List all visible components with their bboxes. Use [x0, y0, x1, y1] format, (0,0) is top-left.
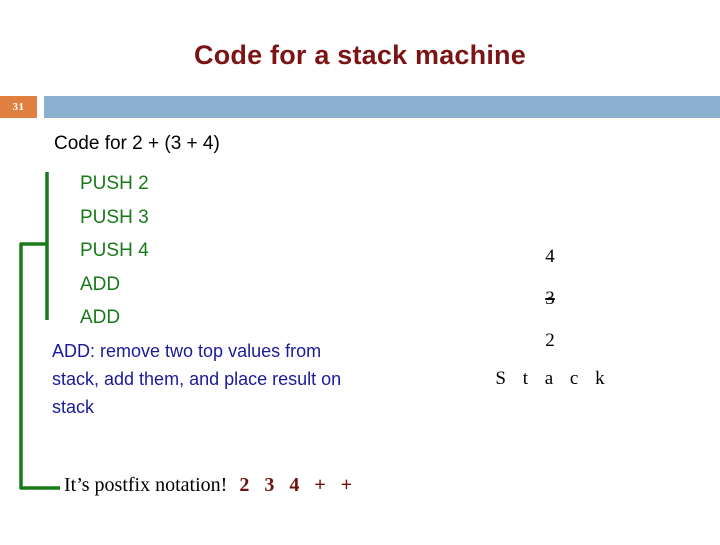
stack-cell: 2 — [545, 330, 555, 351]
add-explanation-text: ADD: remove two top values from stack, a… — [52, 341, 342, 417]
header-band: 31 — [0, 96, 720, 118]
stack-cell: 4 — [545, 246, 555, 267]
instruction-item: PUSH 2 — [80, 173, 149, 194]
page-title: Code for a stack machine — [194, 40, 526, 70]
code-heading: Code for 2 + (3 + 4) — [54, 133, 220, 154]
stack-cell: 3 — [545, 288, 555, 309]
stack-visualization: 4 3 2 S t a c k — [470, 236, 630, 390]
slide-number-badge: 31 — [0, 96, 37, 118]
postfix-note-label: It’s postfix notation! — [64, 474, 228, 496]
postfix-note: It’s postfix notation! 2 3 4 + + — [64, 474, 357, 497]
instruction-item: ADD — [80, 273, 121, 295]
instruction-item: PUSH 4 — [80, 240, 149, 261]
header-accent-bar — [44, 96, 720, 118]
stack-label: S t a c k — [495, 368, 611, 389]
instruction-item: PUSH 3 — [80, 206, 149, 228]
instruction-list: PUSH 2 PUSH 3 PUSH 4 ADD ADD — [80, 167, 149, 335]
instruction-item: ADD — [80, 307, 121, 328]
postfix-token-sequence: 2 3 4 + + — [239, 474, 358, 496]
